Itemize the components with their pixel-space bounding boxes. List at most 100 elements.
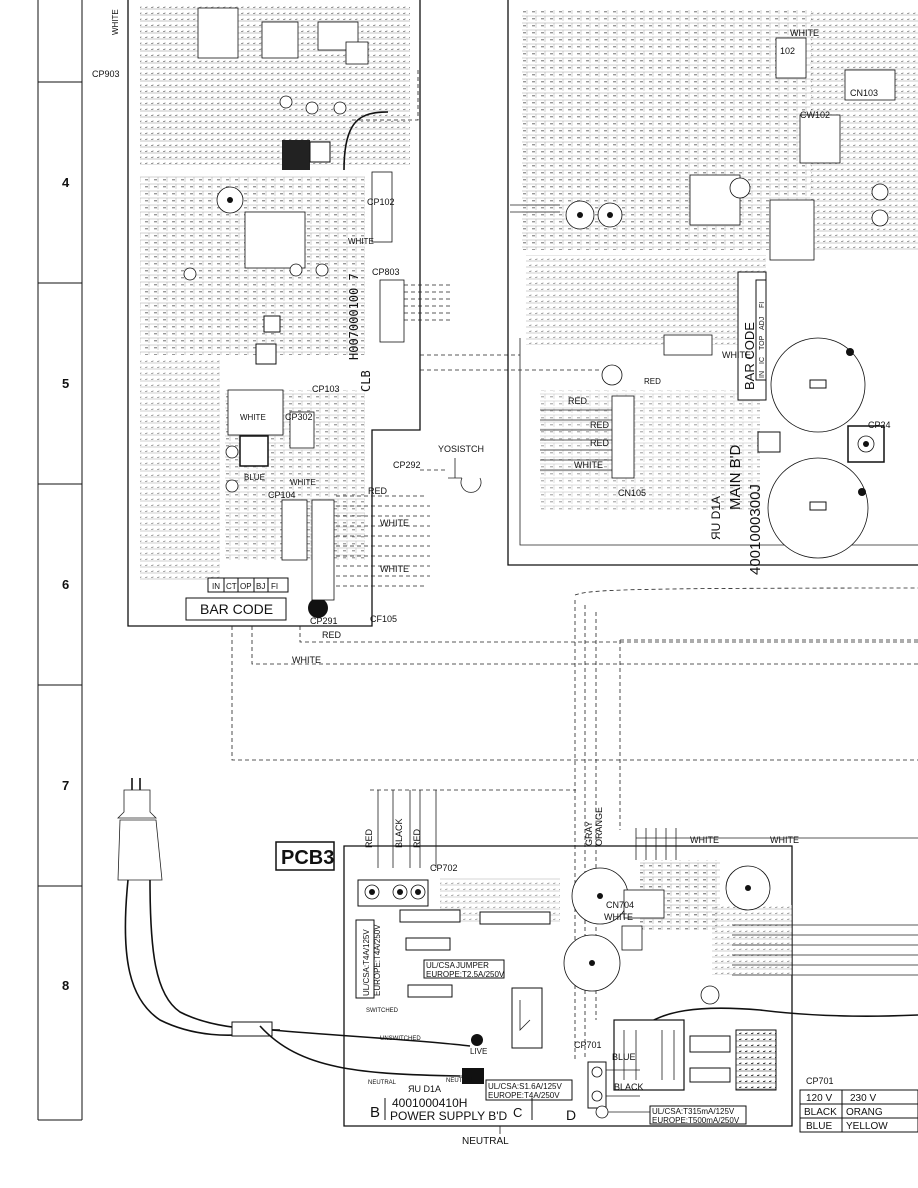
tl-barcode-tab-4: BJ	[256, 582, 265, 591]
blue-label: BLUE	[244, 473, 265, 482]
white-top-main-label: WHITE	[790, 28, 819, 38]
row-label-5: 5	[62, 376, 69, 391]
cp291-label: CP291	[310, 616, 338, 626]
cp903-label: CP903	[92, 69, 120, 79]
cn102-label: 102	[780, 46, 795, 56]
cp701-cell-black: BLACK	[804, 1107, 837, 1118]
main-barcode-label: BAR CODE	[742, 322, 757, 390]
psu-live: LIVE	[470, 1047, 487, 1056]
psu-neutral-2: NEUTRAL	[446, 1078, 475, 1084]
tl-barcode-tab-3: OP	[240, 582, 252, 591]
power-supply-board: PCB3 RED BLACK RED GRAY ORANGE WHITE WHI…	[275, 789, 918, 1147]
fuse-eur-500: EUROPE:T500mA/250V	[652, 1116, 740, 1125]
white-top-label: WHITE	[111, 9, 120, 35]
row-label-7: 7	[62, 778, 69, 793]
main-barcode-tab-4: ADJ	[759, 317, 766, 330]
pcb3-label: PCB3	[281, 847, 334, 869]
white-cp104-label: WHITE	[290, 478, 316, 487]
row-ruler: 4 5 6 7 8	[37, 0, 83, 1121]
cp701-table-title: CP701	[806, 1076, 834, 1086]
cp803-label: CP803	[372, 267, 400, 277]
tl-barcode-tab-1: IN	[212, 582, 220, 591]
main-white-inicb: WHITE	[722, 350, 751, 360]
row-label-8: 8	[62, 978, 69, 993]
yosistch-label: YOSISTCH	[438, 444, 484, 454]
fuse-ul-jumper-2: JUMPER	[456, 961, 489, 970]
main-barcode-tab-5: FI	[759, 302, 766, 308]
cn704-label: CN704	[606, 900, 634, 910]
cp701-cell-blue: BLUE	[806, 1121, 832, 1132]
main-board: BAR CODE IN IC TOP ADJ FI ЯU D1A MAIN B'…	[507, 0, 918, 575]
psu-orange: ORANGE	[594, 807, 604, 846]
row-label-6: 6	[62, 577, 69, 592]
main-title-2: 4001000300J	[747, 484, 764, 575]
main-red-inicb: RED	[644, 377, 661, 386]
psu-white-2: WHITE	[770, 835, 799, 845]
tl-barcode-tab-2: CT	[226, 582, 237, 591]
psu-part-no: 4001000410H	[392, 1096, 467, 1110]
psu-black: BLACK	[394, 818, 404, 848]
psu-gray: GRAY	[584, 821, 594, 846]
cp103-label: CP103	[312, 384, 340, 394]
fuse-ul-t5: UL/CSA:S1.6A/125V	[488, 1082, 562, 1091]
cw102-label: CW102	[800, 110, 830, 120]
fuse-ul-jumper-1: UL/CSA	[426, 961, 456, 970]
psu-blue: BLUE	[612, 1052, 636, 1062]
red-label-1: RED	[368, 486, 388, 496]
cp292-label: CP292	[393, 460, 421, 470]
cp105-label: CF105	[370, 614, 397, 624]
psu-title: POWER SUPPLY B'D	[390, 1109, 508, 1123]
clb-code-2: CLB	[359, 370, 373, 392]
main-title-1: MAIN B'D	[727, 444, 744, 510]
main-white-cn: WHITE	[574, 460, 603, 470]
white-label-1: WHITE	[380, 518, 409, 528]
cn105-label: CN105	[618, 488, 646, 498]
psu-white-3: WHITE	[604, 912, 633, 922]
tl-barcode-tab-5: FI	[271, 582, 278, 591]
cp701-label: CP701	[574, 1040, 602, 1050]
main-barcode-tab-1: IN	[759, 371, 766, 378]
cp701-table: CP701 120 V 230 V BLACK ORANG BLUE YELLO…	[799, 1076, 918, 1133]
cp291-dot	[308, 598, 328, 618]
tl-barcode-label: BAR CODE	[200, 601, 273, 617]
cp701-header-230: 230 V	[850, 1093, 876, 1104]
cp702-label: CP702	[430, 863, 458, 873]
cp104-label: CP104	[268, 490, 296, 500]
psu-neutral: NEUTRAL	[462, 1136, 509, 1147]
main-red-3: RED	[590, 438, 610, 448]
psu-unswitched: UNSWITCHED	[380, 1036, 421, 1042]
psu-switched: SWITCHED	[366, 1008, 399, 1014]
red-label-2: RED	[322, 630, 342, 640]
fuse-eur-t4b: EUROPE:T4A/250V	[488, 1091, 560, 1100]
cp24-label: CP24	[868, 420, 891, 430]
white-bottom-label: WHITE	[292, 655, 321, 665]
main-red-2: RED	[590, 420, 610, 430]
cp701-cell-yellow: YELLOW	[846, 1121, 888, 1132]
row-label-4: 4	[62, 175, 70, 190]
fuse-eur-t4: EUROPE:T4A/250V	[373, 924, 382, 996]
power-cord	[117, 778, 483, 1077]
psu-section-c: C	[513, 1105, 522, 1120]
white-left-label: WHITE	[240, 413, 266, 422]
psu-neutral-small: NEUTRAL	[368, 1080, 397, 1086]
cn103-label: CN103	[850, 88, 878, 98]
psu-section-d: D	[566, 1107, 576, 1123]
fuse-ul-t4: UL/CSA:T4A/125V	[362, 929, 371, 996]
cp102-label: CP102	[367, 197, 395, 207]
main-ul-mark: ЯU D1A	[709, 496, 723, 540]
fuse-eur-t25: EUROPE:T2.5A/250V	[426, 970, 505, 979]
main-barcode-tab-2: IC	[759, 357, 766, 364]
top-left-board: CP903 WHITE CP102 WHITE CP803 CP103 CP30…	[92, 0, 484, 665]
psu-white-1: WHITE	[690, 835, 719, 845]
cp701-cell-orang: ORANG	[846, 1107, 883, 1118]
psu-red-2: RED	[412, 828, 422, 848]
main-barcode-tab-3: TOP	[759, 335, 766, 350]
white-mid-label: WHITE	[348, 237, 374, 246]
main-red-1: RED	[568, 396, 588, 406]
cp701-header-120: 120 V	[806, 1093, 832, 1104]
psu-ul-mark: ЯU D1A	[408, 1084, 441, 1094]
clb-code: H007000100 7	[347, 273, 361, 360]
cp302-label: CP302	[285, 412, 313, 422]
fuse-ul-315: UL/CSA:T315mA/125V	[652, 1107, 735, 1116]
